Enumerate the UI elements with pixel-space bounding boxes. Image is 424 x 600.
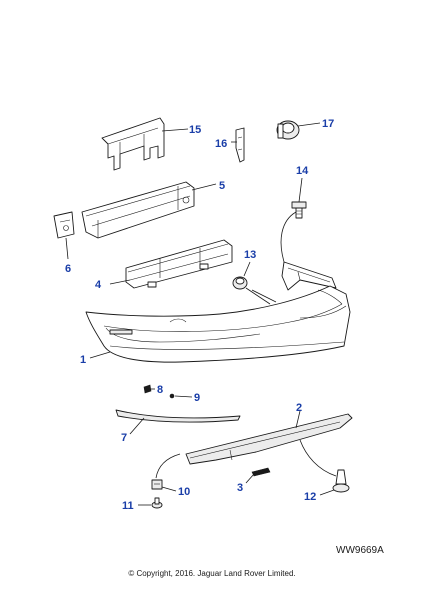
leader-2 [295, 410, 301, 429]
part-5-reinforcement [81, 181, 195, 239]
leader-2-b [155, 453, 181, 479]
callout-15: 15 [189, 124, 201, 136]
part-3-bracket [251, 467, 271, 477]
callout-10: 10 [178, 486, 190, 498]
leader-14-b [280, 211, 297, 269]
leader-12 [319, 489, 335, 496]
leader-15 [161, 128, 189, 132]
leader-17 [297, 122, 321, 127]
callout-11: 11 [122, 500, 134, 512]
callout-6: 6 [65, 263, 71, 275]
callout-8: 8 [157, 384, 163, 396]
part-side-mount [281, 261, 337, 291]
leader-13-b [245, 287, 277, 305]
part-6-side-bracket [53, 211, 75, 239]
callout-3: 3 [237, 482, 243, 494]
leader-7 [129, 417, 145, 435]
callout-4: 4 [95, 279, 102, 291]
part-7-trim-strip [115, 409, 241, 423]
callout-17: 17 [322, 118, 334, 130]
leader-13 [243, 261, 251, 277]
part-14-bolt [291, 201, 307, 219]
part-16-clip [235, 127, 245, 163]
part-17-grommet [276, 120, 300, 140]
leader-14 [298, 177, 303, 203]
callout-16: 16 [215, 138, 227, 150]
callout-7: 7 [121, 432, 127, 444]
leader-9 [174, 395, 193, 398]
part-8-clip [143, 384, 152, 394]
part-2-valance [185, 413, 353, 465]
callout-9: 9 [194, 392, 200, 404]
leader-6 [65, 237, 69, 260]
part-12-pin [332, 469, 350, 493]
diagram-reference-code: WW9669A [336, 545, 384, 556]
leader-4 [109, 279, 131, 285]
callout-5: 5 [219, 180, 225, 192]
callout-12: 12 [304, 491, 316, 503]
part-11-pin [151, 497, 163, 509]
callout-14: 14 [296, 165, 309, 177]
part-10-clip [151, 479, 163, 490]
leader-1 [89, 351, 111, 359]
part-9-screw [169, 393, 175, 399]
part-1-bumper-cover [85, 285, 351, 363]
leader-2-c [299, 439, 337, 477]
callout-1: 1 [80, 354, 86, 366]
part-13-grommet [232, 276, 248, 290]
leader-3 [245, 473, 255, 484]
copyright-notice: © Copyright, 2016. Jaguar Land Rover Lim… [128, 569, 296, 578]
callout-13: 13 [244, 249, 256, 261]
leader-10 [161, 486, 177, 492]
callout-2: 2 [296, 402, 302, 414]
part-4-beam [125, 239, 233, 289]
leader-5 [191, 183, 217, 191]
part-15-bracket [101, 117, 165, 171]
